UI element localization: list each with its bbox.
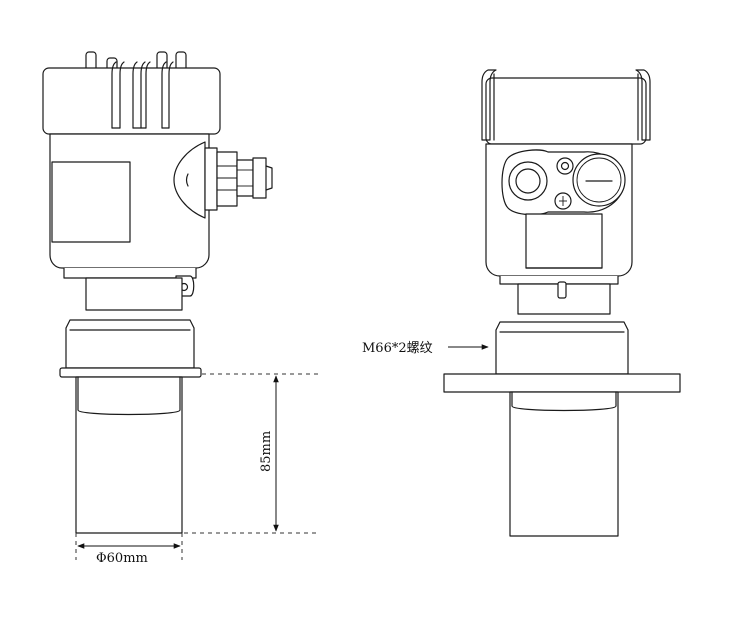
height-dim-label: 85mm (259, 431, 274, 472)
display-lid (572, 153, 626, 207)
thread-callout: M66*2螺纹 (362, 341, 489, 356)
thread-callout-label: M66*2螺纹 (362, 341, 433, 356)
side-view (42, 51, 273, 534)
width-dim-label: Φ60mm (96, 551, 148, 566)
neck (85, 277, 183, 311)
dimension-width: Φ60mm (75, 533, 183, 566)
dimension-height: 85mm (184, 373, 318, 534)
nameplate (51, 161, 131, 243)
front-top-cover (485, 77, 647, 145)
front-sensor-tube (509, 391, 619, 537)
led-indicator (556, 157, 574, 175)
gland-boss (173, 141, 206, 219)
cover-ribs (111, 61, 174, 129)
mounting-flange (443, 373, 681, 393)
sensor-tube (75, 376, 183, 534)
front-thread-collar (495, 321, 629, 375)
thread-collar (65, 319, 195, 369)
top-cover (42, 67, 221, 135)
flange-ring (59, 367, 202, 378)
front-lower-block (525, 213, 603, 269)
front-view (443, 69, 681, 537)
